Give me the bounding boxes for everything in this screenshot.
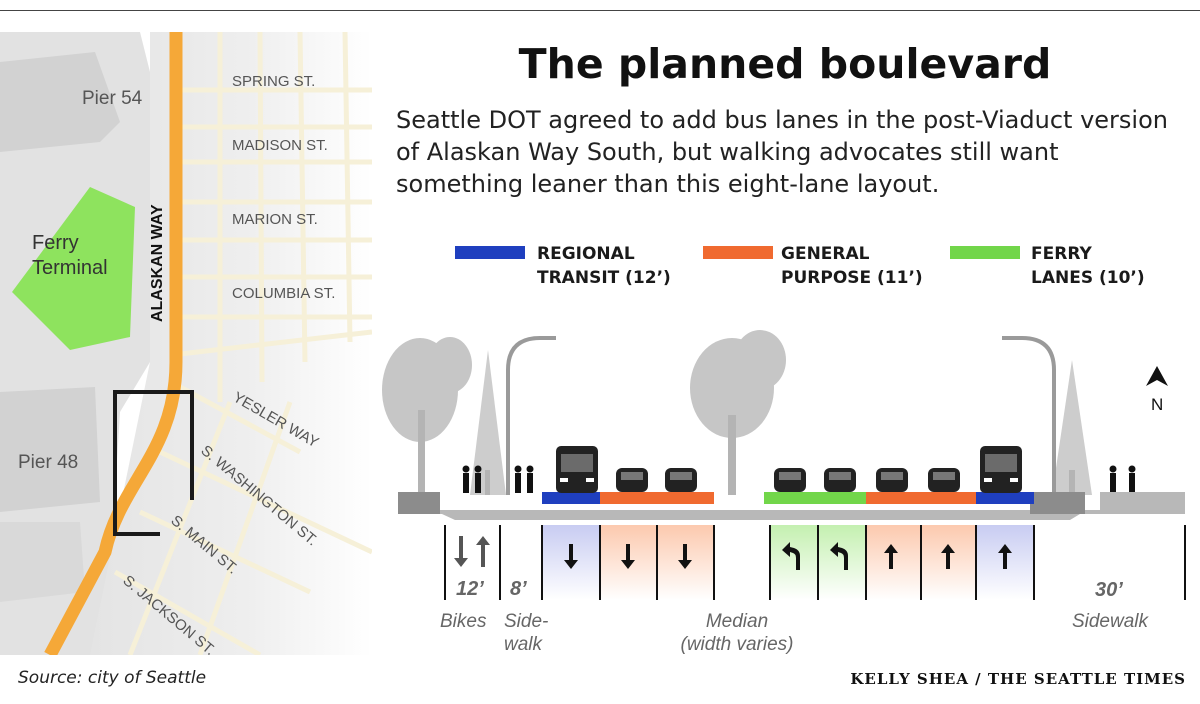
- intro-line-2: of Alaskan Way South, but walking advoca…: [396, 138, 1059, 166]
- arrow-down-icon: [564, 544, 578, 569]
- source-note: Source: city of Seattle: [18, 668, 207, 688]
- car-2: [665, 468, 697, 492]
- east-sidewalk-label: Sidewalk: [1072, 611, 1150, 632]
- ferry-terminal-label-1: Ferry: [32, 232, 79, 254]
- lane-panel-ferry-1: [770, 525, 818, 600]
- lane-bar-general-left: [600, 492, 714, 504]
- intro-line-3: something leaner than this eight-lane la…: [396, 170, 940, 198]
- lane-bar-general-right: [866, 492, 976, 504]
- bikes-width-label: 12’: [456, 578, 484, 600]
- car-6: [928, 468, 960, 492]
- arrow-down-icon: [621, 544, 635, 569]
- tree-median: [690, 330, 786, 495]
- columbia-st-label: COLUMBIA ST.: [232, 285, 335, 302]
- bikes-label: Bikes: [440, 611, 487, 632]
- ferry-terminal-label-2: Terminal: [32, 257, 108, 279]
- lane-bar-transit-right: [976, 492, 1034, 504]
- north-label: N: [1151, 395, 1163, 414]
- spring-st-label: SPRING ST.: [232, 73, 315, 90]
- page-title: The planned boulevard: [518, 40, 1052, 88]
- curb-right: [1030, 492, 1085, 514]
- lane-panel-general-nb-1: [866, 525, 921, 600]
- lane-bar-ferry: [764, 492, 866, 504]
- street-light-right: [1002, 336, 1056, 495]
- median-label-2: (width varies): [681, 634, 794, 655]
- lane-bar-transit-left: [542, 492, 600, 504]
- credit-line: KELLY SHEA / THE SEATTLE TIMES: [850, 670, 1186, 688]
- turn-left-arrow-icon: [830, 542, 848, 570]
- car-5: [876, 468, 908, 492]
- ferry-terminal-area: [12, 187, 135, 350]
- median-label-1: Median: [706, 611, 768, 632]
- street-light-left: [506, 336, 556, 495]
- marion-st-label: MARION ST.: [232, 211, 318, 228]
- top-rule: [0, 10, 1200, 11]
- bike-arrow-down-icon: [454, 536, 468, 567]
- arrow-up-icon: [884, 544, 898, 569]
- locator-map: Pier 54 Pier 48 Ferry Terminal ALASKAN W…: [0, 32, 372, 655]
- legend-swatch-transit: [455, 246, 525, 259]
- sidewalk-label-1: Side-: [504, 611, 548, 632]
- cross-section-diagram: 12’ 8’ 30’ Bikes Side- walk Median (widt…: [380, 320, 1200, 660]
- tree-left: [382, 337, 472, 495]
- car-4: [824, 468, 856, 492]
- bike-arrow-up-icon: [476, 536, 490, 567]
- pier-48-label: Pier 48: [18, 452, 78, 473]
- study-area-bracket: [113, 390, 194, 536]
- north-arrow-icon: [1146, 366, 1168, 386]
- arrow-down-icon: [678, 544, 692, 569]
- bus-right: [980, 446, 1022, 493]
- sidewalk-width-label: 8’: [510, 578, 527, 600]
- intro-line-1: Seattle DOT agreed to add bus lanes in t…: [396, 106, 1168, 134]
- legend-swatch-ferry: [950, 246, 1020, 259]
- tree-left-conifer: [470, 350, 506, 495]
- east-sidewalk-width-label: 30’: [1095, 579, 1123, 601]
- alaskan-way-road: [44, 32, 183, 655]
- car-1: [616, 468, 648, 492]
- pedestrians-left: [462, 465, 534, 493]
- arrow-up-icon: [998, 544, 1012, 569]
- north-arrow: N: [1142, 364, 1172, 414]
- curb-left: [398, 492, 440, 514]
- tree-right-conifer: [1052, 360, 1092, 495]
- turn-left-arrow-icon: [782, 542, 800, 570]
- legend-swatch-general: [703, 246, 773, 259]
- sidewalk-label-2: walk: [504, 634, 544, 655]
- alaskan-way-label: ALASKAN WAY: [149, 204, 166, 322]
- roadway-deck: [398, 492, 1185, 520]
- bus-left: [556, 446, 598, 493]
- madison-st-label: MADISON ST.: [232, 137, 328, 154]
- bike-arrows: [454, 536, 490, 567]
- intro-text: Seattle DOT agreed to add bus lanes in t…: [396, 104, 1186, 200]
- pedestrians-right: [1109, 465, 1136, 493]
- arrow-up-icon: [941, 544, 955, 569]
- lane-dividers: [444, 525, 1186, 600]
- lane-panel-ferry-2: [818, 525, 866, 600]
- car-3: [774, 468, 806, 492]
- pier-54-label: Pier 54: [82, 88, 143, 109]
